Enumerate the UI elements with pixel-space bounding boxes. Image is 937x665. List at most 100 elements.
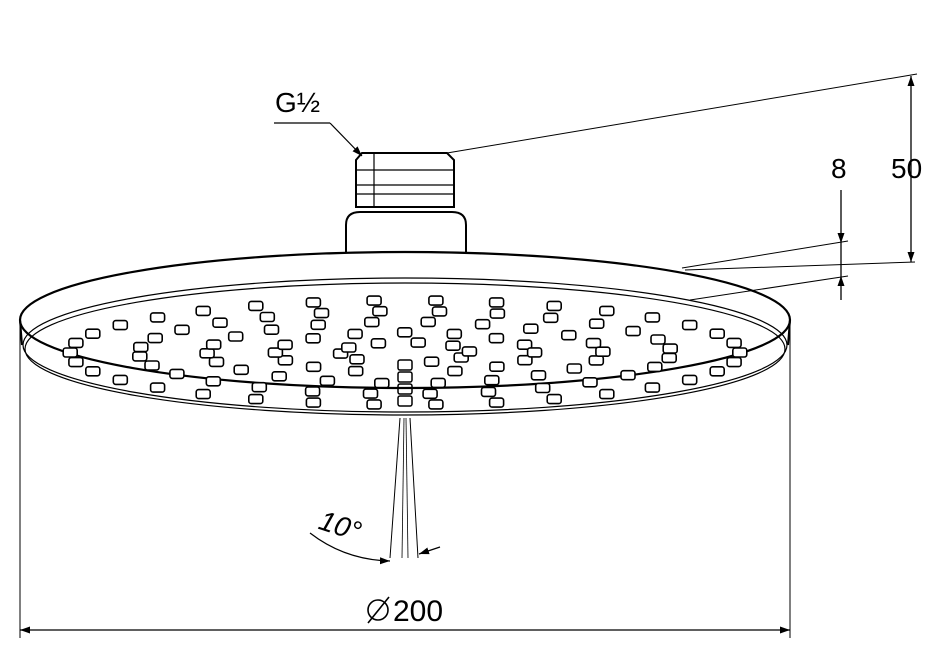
nozzle bbox=[681, 319, 698, 331]
nozzle bbox=[305, 297, 322, 308]
nozzle bbox=[546, 393, 563, 405]
nozzle bbox=[526, 347, 543, 358]
nozzle bbox=[474, 318, 491, 330]
nozzle bbox=[349, 353, 365, 365]
nozzle bbox=[169, 368, 185, 380]
nozzle bbox=[305, 332, 321, 344]
nozzle bbox=[149, 312, 166, 323]
spray-cone bbox=[389, 417, 419, 559]
nozzle bbox=[681, 374, 698, 386]
nozzle bbox=[174, 324, 190, 336]
height-label: 50 bbox=[891, 153, 922, 184]
diameter-symbol-icon bbox=[367, 596, 390, 624]
nozzle bbox=[709, 365, 726, 377]
nozzle bbox=[530, 369, 547, 381]
nozzle bbox=[267, 347, 284, 358]
nozzle bbox=[372, 305, 388, 317]
spray-angle-label: 10° bbox=[315, 505, 365, 548]
nozzle bbox=[363, 316, 380, 328]
nozzle bbox=[248, 300, 264, 312]
nozzle bbox=[112, 374, 129, 386]
nozzle bbox=[542, 312, 559, 324]
nozzle bbox=[488, 332, 505, 344]
nozzle bbox=[199, 347, 215, 359]
nozzle bbox=[373, 377, 390, 389]
nozzle bbox=[212, 317, 228, 329]
nozzle bbox=[205, 339, 222, 350]
nozzle bbox=[428, 295, 444, 306]
connector-neck bbox=[345, 211, 467, 252]
nozzle bbox=[726, 337, 742, 349]
spray-angle-dimension bbox=[309, 532, 441, 565]
thickness-dimension bbox=[681, 190, 849, 301]
nozzle bbox=[263, 324, 280, 336]
diameter-dimension bbox=[19, 322, 791, 638]
thread-leader bbox=[274, 122, 363, 157]
nozzle bbox=[305, 361, 322, 373]
nozzle bbox=[112, 319, 129, 331]
nozzle bbox=[85, 328, 101, 340]
nozzle bbox=[370, 337, 387, 349]
nozzle bbox=[396, 326, 413, 338]
nozzle bbox=[428, 399, 444, 410]
nozzle bbox=[68, 337, 84, 349]
nozzle bbox=[62, 347, 79, 358]
nozzle bbox=[522, 323, 539, 335]
nozzle bbox=[313, 307, 330, 319]
nozzle bbox=[277, 354, 294, 366]
nozzle bbox=[310, 319, 327, 331]
nozzle bbox=[709, 328, 726, 340]
nozzle bbox=[251, 381, 268, 393]
nozzle bbox=[271, 370, 288, 382]
nozzle bbox=[517, 354, 533, 366]
nozzle bbox=[595, 346, 611, 358]
nozzle bbox=[644, 312, 661, 323]
nozzle bbox=[588, 318, 605, 330]
nozzle bbox=[347, 328, 363, 340]
nozzle bbox=[560, 329, 577, 341]
nozzle bbox=[340, 342, 357, 353]
nozzle bbox=[662, 343, 679, 354]
nozzle bbox=[661, 352, 678, 364]
nozzle bbox=[731, 347, 748, 358]
nozzle bbox=[566, 363, 583, 374]
nozzle bbox=[347, 365, 364, 377]
nozzle bbox=[430, 377, 447, 389]
nozzle bbox=[585, 337, 602, 349]
nozzle bbox=[205, 375, 222, 387]
nozzle bbox=[319, 375, 336, 387]
diameter-label: 200 bbox=[393, 595, 443, 628]
nozzle bbox=[598, 388, 615, 400]
nozzle bbox=[410, 337, 427, 348]
nozzle bbox=[489, 361, 505, 373]
nozzle bbox=[516, 339, 533, 351]
nozzle bbox=[447, 365, 463, 377]
nozzle bbox=[650, 334, 666, 345]
connector-thread bbox=[355, 152, 455, 208]
nozzle bbox=[598, 305, 615, 317]
nozzle bbox=[644, 382, 661, 393]
thickness-label: 8 bbox=[831, 153, 847, 184]
nozzle bbox=[488, 297, 505, 308]
nozzle bbox=[420, 316, 437, 328]
nozzle bbox=[431, 306, 448, 317]
nozzle bbox=[305, 397, 322, 408]
nozzle bbox=[259, 311, 276, 323]
nozzle bbox=[483, 374, 500, 386]
nozzle bbox=[625, 325, 641, 337]
nozzle bbox=[366, 295, 382, 306]
nozzle bbox=[133, 341, 149, 353]
nozzle bbox=[726, 356, 742, 368]
thread-label: G½ bbox=[275, 87, 320, 118]
height-dimension bbox=[446, 73, 918, 271]
nozzle bbox=[588, 355, 605, 366]
nozzle bbox=[546, 300, 563, 312]
nozzle bbox=[132, 351, 148, 362]
nozzle bbox=[147, 332, 163, 344]
nozzle bbox=[423, 356, 440, 368]
nozzle bbox=[582, 376, 598, 388]
nozzle bbox=[233, 364, 249, 376]
nozzle bbox=[362, 388, 379, 399]
nozzle bbox=[304, 386, 321, 397]
